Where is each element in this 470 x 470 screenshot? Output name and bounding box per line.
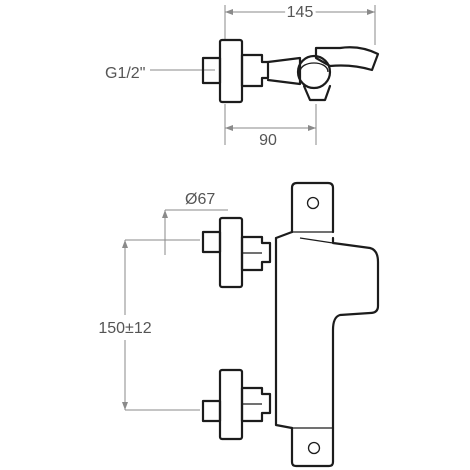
front-view: Ø67 150±12 bbox=[98, 181, 380, 468]
top-handle-marker-icon bbox=[306, 196, 320, 210]
dimension-145-label: 145 bbox=[287, 4, 314, 21]
rosette-diameter-label: Ø67 bbox=[185, 191, 215, 208]
dimension-rosette: Ø67 bbox=[162, 191, 228, 255]
bottom-handle bbox=[290, 426, 335, 468]
nut-lower bbox=[240, 386, 272, 423]
bottom-handle-marker-icon bbox=[307, 441, 321, 455]
rosette-top bbox=[218, 38, 244, 104]
body-outline-left bbox=[274, 230, 294, 430]
body-circle-top bbox=[296, 54, 332, 90]
thread-size-label: G1/2" bbox=[105, 65, 145, 82]
inlet-stub-lower bbox=[201, 399, 222, 423]
nut-top bbox=[240, 53, 270, 88]
upper-connection bbox=[201, 216, 277, 289]
dimension-90-label: 90 bbox=[259, 132, 277, 149]
nut-upper bbox=[240, 235, 272, 272]
center-distance-label: 150±12 bbox=[98, 320, 151, 337]
dimension-145: 145 bbox=[224, 1, 376, 45]
mixer-body bbox=[274, 181, 380, 468]
body-spout-outline bbox=[331, 236, 380, 430]
handle-top bbox=[314, 46, 380, 72]
top-view: 145 G1/2" 90 bbox=[105, 1, 380, 149]
dimension-center-distance: 150±12 bbox=[98, 239, 200, 411]
dimension-90: 90 bbox=[224, 104, 317, 149]
lower-connection bbox=[201, 368, 277, 441]
rosette-lower bbox=[218, 368, 244, 441]
spout-top bbox=[302, 84, 332, 102]
top-handle bbox=[290, 181, 335, 234]
inlet-stub-upper bbox=[201, 230, 222, 254]
connector-top bbox=[266, 56, 302, 86]
dimension-thread: G1/2" bbox=[105, 65, 215, 82]
rosette-upper bbox=[218, 216, 244, 289]
